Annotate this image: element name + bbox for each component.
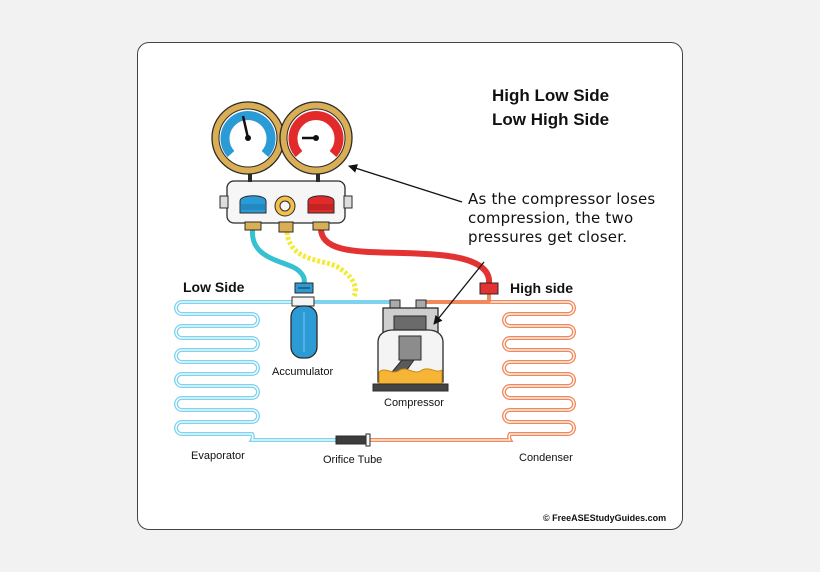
evaporator-label: Evaporator — [191, 450, 245, 462]
high-side-hose — [318, 225, 492, 284]
low-side-label: Low Side — [183, 279, 245, 295]
annotation-line-2: compression, the two — [468, 209, 634, 227]
low-pressure-gauge-icon — [211, 101, 285, 182]
arrow-to-gauges — [348, 164, 463, 203]
orifice-tube-icon — [335, 433, 371, 447]
evaporator-coil-inner — [175, 301, 337, 441]
title-line-1: High Low Side — [492, 86, 610, 105]
condenser-coil-inner — [369, 301, 575, 441]
condenser-label: Condenser — [519, 452, 573, 464]
accumulator-icon — [290, 282, 318, 359]
high-side-label: High side — [510, 280, 574, 296]
compressor-icon — [372, 299, 449, 392]
annotation-line-3: pressures get closer. — [468, 228, 628, 246]
title-line-2: Low High Side — [492, 110, 610, 129]
compressor-label: Compressor — [384, 397, 444, 409]
service-hose — [284, 231, 358, 298]
annotation-line-1: As the compressor loses — [468, 190, 656, 208]
low-side-hose — [250, 225, 307, 287]
high-pressure-gauge-icon — [279, 101, 353, 182]
accumulator-label: Accumulator — [272, 366, 334, 378]
high-port-fitting — [479, 282, 499, 295]
orifice-tube-label: Orifice Tube — [323, 454, 383, 466]
arrow-to-compressor — [433, 261, 485, 325]
copyright-text: © FreeASEStudyGuides.com — [543, 513, 667, 523]
manifold-icon — [219, 180, 353, 233]
